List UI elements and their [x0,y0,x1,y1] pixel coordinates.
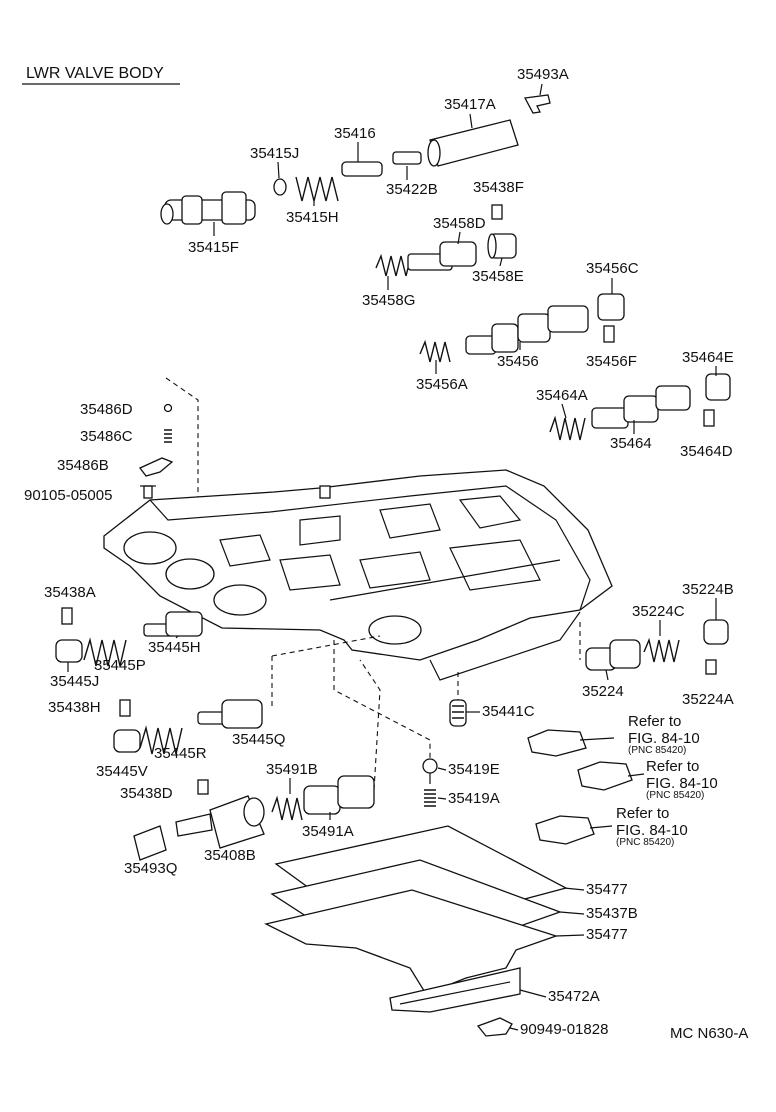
valve-35456-assembly [419,293,625,363]
valve-35491-assembly [271,775,375,821]
part-label-35437B: 35437B [586,905,638,922]
part-label-35408B: 35408B [204,847,256,864]
part-label-35458D: 35458D [433,215,486,232]
part-label-35445J: 35445J [50,673,99,690]
part-label-35445Q: 35445Q [232,731,285,748]
part-label-35224: 35224 [582,683,624,700]
plate-35477-bottom [264,889,559,995]
part-label-35464D: 35464D [680,443,733,460]
part-label-35224C: 35224C [632,603,685,620]
check-ball-parts [138,403,174,499]
part-label-90105-05005: 90105-05005 [24,487,112,504]
ref-2-line2: FIG. 84-10 [646,775,718,792]
part-label-35456: 35456 [497,353,539,370]
part-label-35415F: 35415F [188,239,239,256]
part-label-35456A: 35456A [416,376,468,393]
part-label-35464: 35464 [610,435,652,452]
part-label-35477-top: 35477 [586,881,628,898]
part-label-35456F: 35456F [586,353,637,370]
bracket-90949 [476,1017,513,1037]
diagram-title: LWR VALVE BODY [26,65,164,82]
ref-1-line2: FIG. 84-10 [628,730,700,747]
valve-35408B-assembly [133,779,265,861]
part-label-35486D: 35486D [80,401,133,418]
plate-35472A [389,967,521,1013]
valve-body-casting [103,469,613,681]
solenoid-references [527,729,645,845]
part-label-35458G: 35458G [362,292,415,309]
part-label-35415H: 35415H [286,209,339,226]
part-label-35456C: 35456C [586,260,639,277]
valve-35445-lower [113,699,263,755]
part-label-35224A: 35224A [682,691,734,708]
part-label-35472A: 35472A [548,988,600,1005]
ref-3-line1: Refer to [616,805,669,822]
ref-2-line1: Refer to [646,758,699,775]
dashed-leader-35486D [165,377,199,516]
part-label-35491B: 35491B [266,761,318,778]
part-label-35224B: 35224B [682,581,734,598]
part-label-35491A: 35491A [302,823,354,840]
dashed-leader-35491 [359,659,381,791]
valve-35445-upper [55,607,203,667]
ref-1-pnc: (PNC 85420) [628,745,686,756]
separator-plates [264,825,568,1037]
part-label-35438H: 35438H [48,699,101,716]
part-label-35419E: 35419E [448,761,500,778]
part-label-35415J: 35415J [250,145,299,162]
part-label-35458E: 35458E [472,268,524,285]
part-label-35438F: 35438F [473,179,524,196]
part-label-35493A: 35493A [517,66,569,83]
part-label-35438D: 35438D [120,785,173,802]
part-label-35422B: 35422B [386,181,438,198]
part-label-35486B: 35486B [57,457,109,474]
part-label-35493Q: 35493Q [124,860,177,877]
part-label-35464A: 35464A [536,387,588,404]
part-label-35417A: 35417A [444,96,496,113]
part-label-35477-bottom: 35477 [586,926,628,943]
valve-35415-assembly [160,94,551,225]
valve-35464-assembly [549,373,731,441]
part-label-90949-01828: 90949-01828 [520,1021,608,1038]
part-label-35438A: 35438A [44,584,96,601]
figure-code: MC N630-A [670,1025,748,1042]
part-label-35445V: 35445V [96,763,148,780]
part-label-35445H: 35445H [148,639,201,656]
ref-1-line1: Refer to [628,713,681,730]
part-label-35445R: 35445R [154,745,207,762]
ref-3-pnc: (PNC 85420) [616,837,674,848]
part-label-35486C: 35486C [80,428,133,445]
part-label-35441C: 35441C [482,703,535,720]
part-label-35416: 35416 [334,125,376,142]
part-label-35464E: 35464E [682,349,734,366]
part-label-35419A: 35419A [448,790,500,807]
part-label-35445P: 35445P [94,657,146,674]
dashed-leader-35445 [271,635,381,708]
valve-35224-assembly [585,619,729,675]
ref-2-pnc: (PNC 85420) [646,790,704,801]
ref-3-line2: FIG. 84-10 [616,822,688,839]
